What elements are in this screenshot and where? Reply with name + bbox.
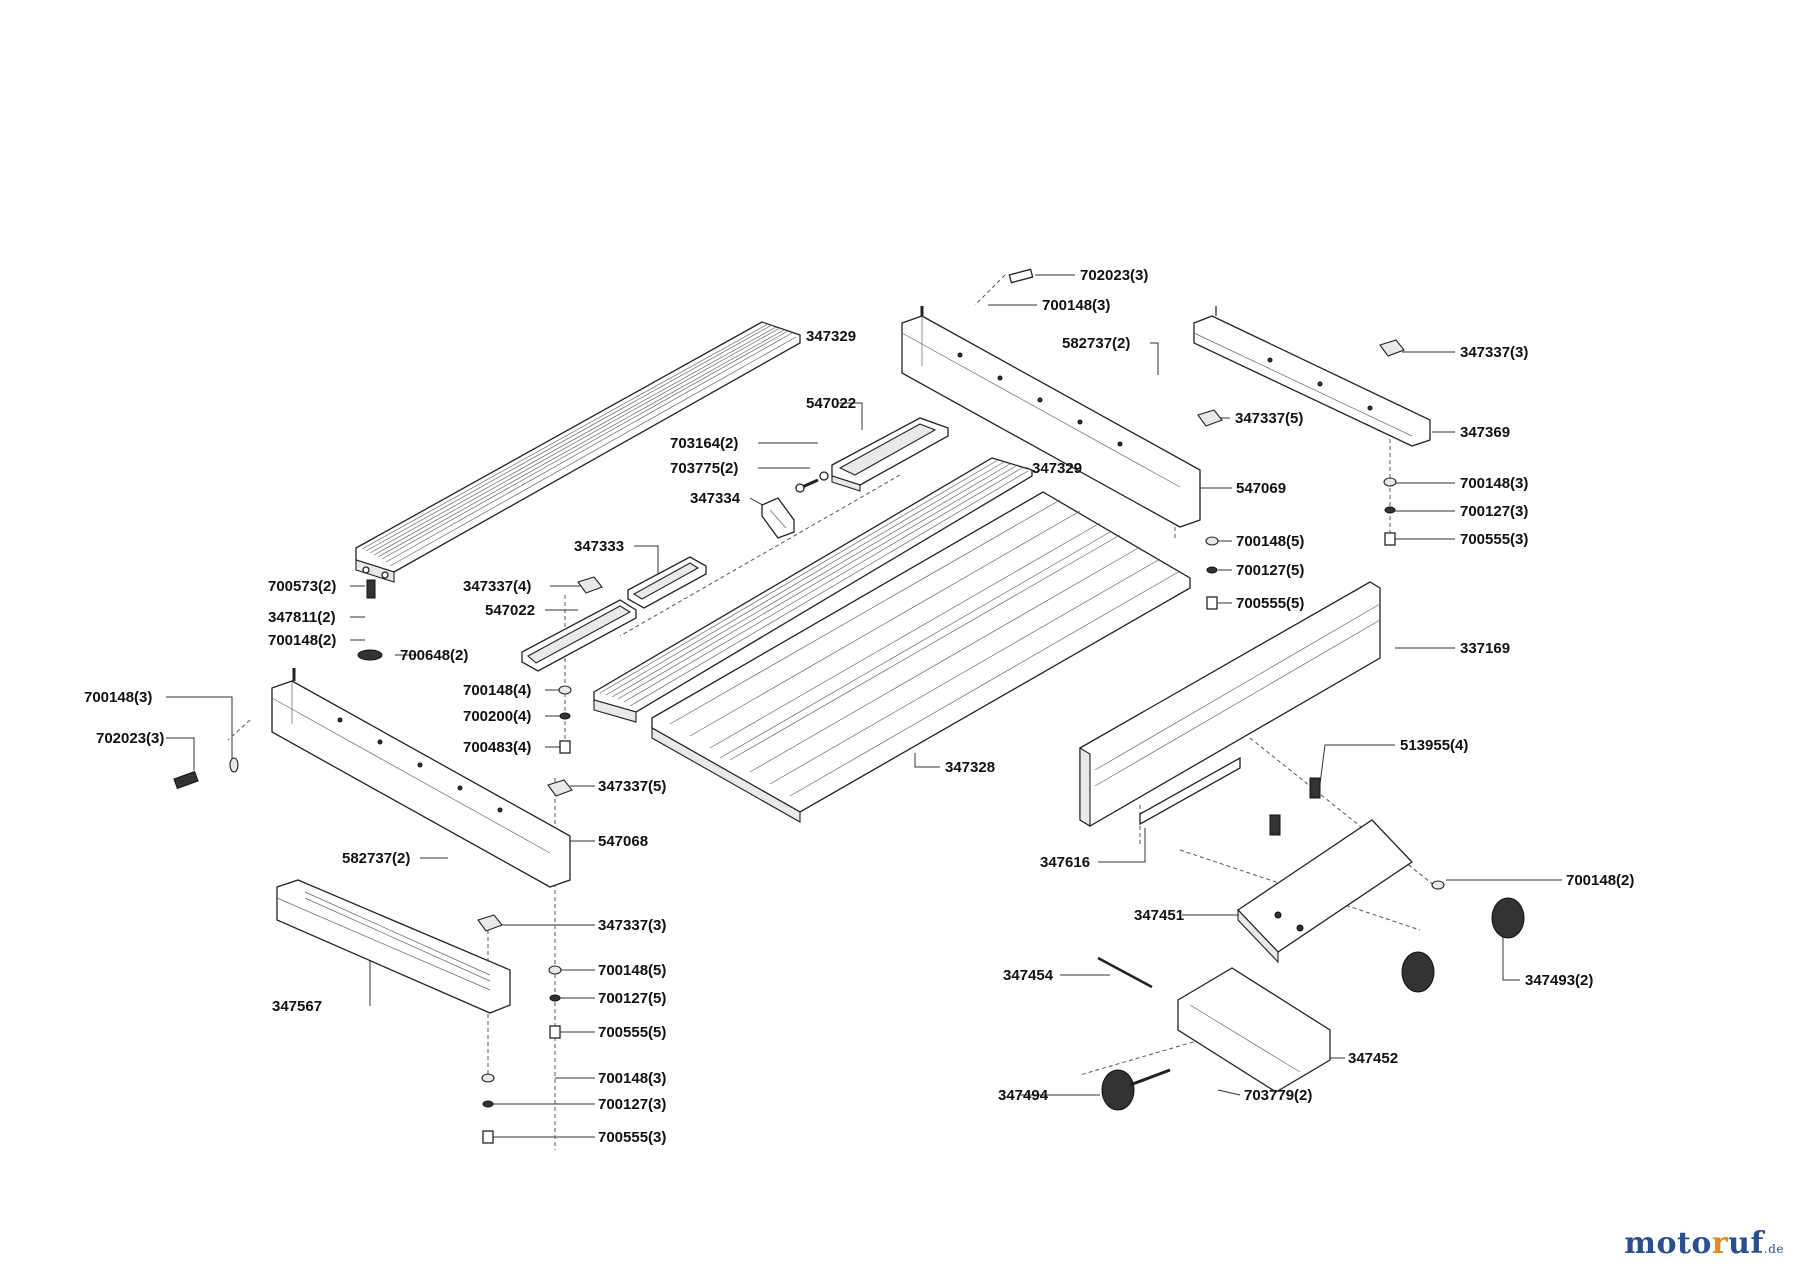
washer-700148-right [1431, 880, 1445, 890]
motoruf-logo: motoruf.de [1624, 1226, 1784, 1261]
bolt-702023-upper [1008, 268, 1034, 284]
bolt-702023-left [173, 770, 199, 790]
label-347333: 347333 [574, 538, 624, 555]
label-700148-2-right: 700148(2) [1566, 872, 1634, 889]
label-700127-3-right: 700127(3) [1460, 503, 1528, 520]
washer-700148-left [229, 757, 239, 773]
label-700200-4: 700200(4) [463, 708, 531, 725]
logo-part-moto: moto [1624, 1226, 1712, 1261]
label-582737-2-left: 582737(2) [342, 850, 410, 867]
label-702023-3-top: 702023(3) [1080, 267, 1148, 284]
label-347369: 347369 [1460, 424, 1510, 441]
bracket-547069 [901, 306, 1201, 528]
rail-347329-middle [593, 457, 1033, 723]
washer-stack-lower [548, 965, 562, 1039]
label-547069: 547069 [1236, 480, 1286, 497]
label-347493-2: 347493(2) [1525, 972, 1593, 989]
scale-347567 [276, 879, 511, 1014]
plate-347616 [1139, 756, 1241, 826]
bolt-513955 [1269, 777, 1321, 836]
nut-347337-e [477, 914, 503, 932]
washer-stack-bottom [481, 1073, 495, 1144]
label-347337-3-top: 347337(3) [1460, 344, 1528, 361]
knob-347493-a [1491, 897, 1525, 939]
slider-547022-upper [831, 417, 949, 492]
logo-part-r: r [1711, 1226, 1729, 1261]
label-700555-5-left: 700555(5) [598, 1024, 666, 1041]
label-700148-3-top: 700148(3) [1042, 297, 1110, 314]
nut-347337-d [547, 779, 573, 797]
label-547022-upper: 547022 [806, 395, 856, 412]
label-347329-upper: 347329 [806, 328, 856, 345]
nut-347337-c [577, 576, 603, 594]
label-700555-3-right: 700555(3) [1460, 531, 1528, 548]
label-582737-2-top: 582737(2) [1062, 335, 1130, 352]
label-347451: 347451 [1134, 907, 1184, 924]
label-700483-4: 700483(4) [463, 739, 531, 756]
knob-347494 [1101, 1068, 1171, 1111]
bracket-347334 [761, 497, 795, 539]
label-347494: 347494 [998, 1087, 1049, 1104]
part-labels: 702023(3) 700148(3) 582737(2) 347337(3) … [84, 267, 1634, 1146]
washer-stack-right [1383, 477, 1397, 546]
label-700573-2: 700573(2) [268, 578, 336, 595]
washer-stack-mid [558, 685, 572, 754]
label-347616: 347616 [1040, 854, 1090, 871]
screw-700573 [366, 579, 376, 599]
label-700555-3-bottom: 700555(3) [598, 1129, 666, 1146]
bracket-547068 [271, 668, 571, 888]
carrier-347452 [1177, 967, 1331, 1093]
label-702023-3-left: 702023(3) [96, 730, 164, 747]
label-700148-3-right: 700148(3) [1460, 475, 1528, 492]
fence-337169 [1079, 581, 1381, 827]
rail-347329-upper [355, 321, 801, 583]
nut-347337-b [1197, 409, 1223, 427]
label-347328: 347328 [945, 759, 995, 776]
label-703775-2: 703775(2) [670, 460, 738, 477]
label-700127-5-left: 700127(5) [598, 990, 666, 1007]
table-347328 [651, 491, 1191, 823]
label-337169: 337169 [1460, 640, 1510, 657]
pin-703775 [795, 471, 829, 493]
label-700555-5-mid: 700555(5) [1236, 595, 1304, 612]
rail-347369 [1193, 306, 1431, 447]
label-700648-2: 700648(2) [400, 647, 468, 664]
label-700148-3-left: 700148(3) [84, 689, 152, 706]
label-703164-2: 703164(2) [670, 435, 738, 452]
label-347329-middle: 347329 [1032, 460, 1082, 477]
label-347452: 347452 [1348, 1050, 1398, 1067]
label-547022-lower: 547022 [485, 602, 535, 619]
label-347811-2: 347811(2) [268, 609, 336, 626]
knob-347493-b [1401, 951, 1435, 993]
label-347337-3-left: 347337(3) [598, 917, 666, 934]
label-700148-4: 700148(4) [463, 682, 531, 699]
bracket-347451 [1236, 819, 1414, 964]
label-700148-5-mid: 700148(5) [1236, 533, 1304, 550]
label-703779-2: 703779(2) [1244, 1087, 1312, 1104]
label-700148-5-left: 700148(5) [598, 962, 666, 979]
slider-347333 [627, 556, 707, 609]
washer-stack-mid-right [1205, 536, 1219, 610]
label-513955-4: 513955(4) [1400, 737, 1468, 754]
logo-part-de: .de [1763, 1242, 1784, 1256]
logo-part-uf: uf [1728, 1226, 1764, 1261]
nut-347337-a [1379, 339, 1405, 357]
wingnut-700648 [357, 649, 383, 661]
label-347337-5-top: 347337(5) [1235, 410, 1303, 427]
label-700127-5-mid: 700127(5) [1236, 562, 1304, 579]
label-347337-4: 347337(4) [463, 578, 531, 595]
label-700148-2-left: 700148(2) [268, 632, 336, 649]
label-347567: 347567 [272, 998, 322, 1015]
rod-347454 [1097, 956, 1153, 989]
label-547068: 547068 [598, 833, 648, 850]
label-347454: 347454 [1003, 967, 1054, 984]
label-347337-5-left: 347337(5) [598, 778, 666, 795]
slider-547022-lower [521, 599, 637, 672]
label-700148-3-bottom: 700148(3) [598, 1070, 666, 1087]
label-347334: 347334 [690, 490, 741, 507]
label-700127-3-bottom: 700127(3) [598, 1096, 666, 1113]
